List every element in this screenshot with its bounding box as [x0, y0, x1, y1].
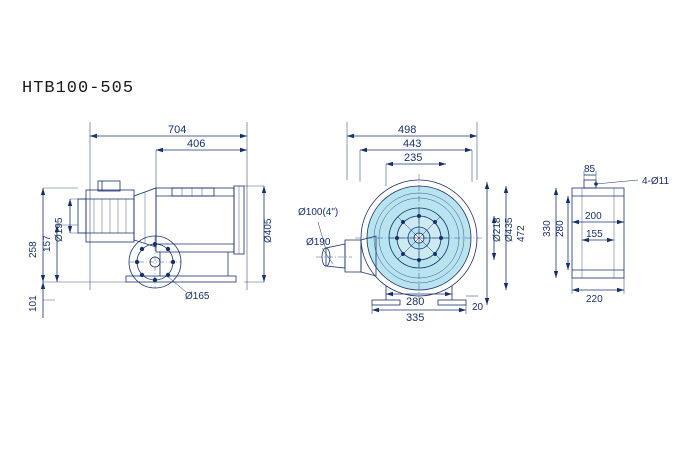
dim-front-20: 20: [472, 302, 484, 313]
dim-base-330: 330: [542, 220, 553, 237]
dim-front-d435: Ø435: [504, 217, 515, 242]
dim-base-220: 220: [586, 294, 603, 305]
front-elevation-view: [316, 122, 509, 314]
dim-base-155: 155: [586, 229, 603, 240]
dim-side-d195: Ø195: [54, 217, 65, 242]
dim-front-280: 280: [406, 296, 424, 308]
dim-side-d405: Ø405: [263, 218, 274, 243]
dim-front-498: 498: [398, 124, 416, 136]
dim-base-280: 280: [555, 220, 566, 237]
dim-front-472: 472: [516, 225, 527, 242]
dim-base-85: 85: [584, 164, 596, 175]
dim-side-406: 406: [187, 138, 205, 150]
dim-side-157: 157: [42, 235, 53, 252]
dim-front-235: 235: [404, 152, 422, 164]
dim-front-d218: Ø218: [492, 217, 503, 242]
dim-side-101: 101: [28, 295, 39, 312]
dim-side-258: 258: [28, 241, 39, 258]
side-elevation-view: [40, 122, 267, 318]
dim-front-d100: Ø100(4"): [298, 207, 338, 218]
dim-side-d165: Ø165: [185, 291, 210, 302]
dim-front-443: 443: [403, 138, 421, 150]
dim-side-704: 704: [168, 124, 186, 136]
dim-front-d190: Ø190: [306, 237, 331, 248]
dim-front-335: 335: [406, 312, 424, 324]
base-plate-view: [553, 171, 639, 294]
dim-base-200: 200: [585, 211, 602, 222]
dim-base-4xd11: 4-Ø11: [642, 176, 669, 187]
page-title: HTB100-505: [22, 79, 135, 98]
